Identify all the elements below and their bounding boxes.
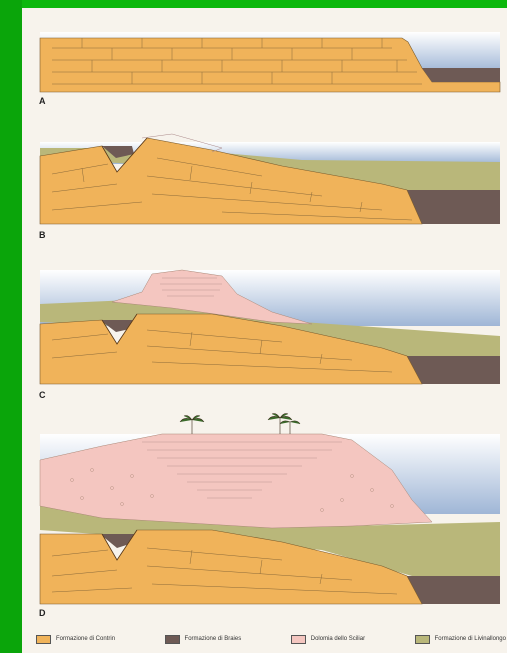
braies-basin — [422, 68, 500, 82]
panel-a-diagram — [22, 16, 507, 96]
panel-label-d: D — [39, 608, 46, 618]
legend-item-sciliar: Dolomia dello Sciliar — [291, 635, 365, 644]
legend-item-livinallongo: Formazione di Livinallongo — [415, 635, 506, 644]
panel-b-diagram — [22, 130, 507, 230]
legend-swatch-livinallongo — [415, 635, 430, 644]
legend-swatch-contrin — [36, 635, 51, 644]
panel-d-diagram — [22, 410, 507, 608]
legend-item-braies: Formazione di Braies — [165, 635, 242, 644]
figure-page: A B — [22, 8, 507, 653]
panel-label-b: B — [39, 230, 46, 240]
legend-label-braies: Formazione di Braies — [185, 636, 242, 642]
braies-basin — [407, 576, 500, 604]
legend: Formazione di Contrin Formazione di Brai… — [36, 632, 506, 646]
palm-tree-icon — [180, 414, 300, 435]
legend-label-livinallongo: Formazione di Livinallongo — [435, 636, 506, 642]
legend-label-contrin: Formazione di Contrin — [56, 636, 115, 642]
legend-swatch-braies — [165, 635, 180, 644]
panel-c-diagram — [22, 264, 507, 389]
braies-basin — [407, 356, 500, 384]
panel-label-a: A — [39, 96, 46, 106]
legend-swatch-sciliar — [291, 635, 306, 644]
legend-label-sciliar: Dolomia dello Sciliar — [311, 636, 365, 642]
braies-basin — [407, 190, 500, 224]
legend-item-contrin: Formazione di Contrin — [36, 635, 115, 644]
panel-label-c: C — [39, 390, 46, 400]
green-slide-background-left — [0, 0, 22, 653]
